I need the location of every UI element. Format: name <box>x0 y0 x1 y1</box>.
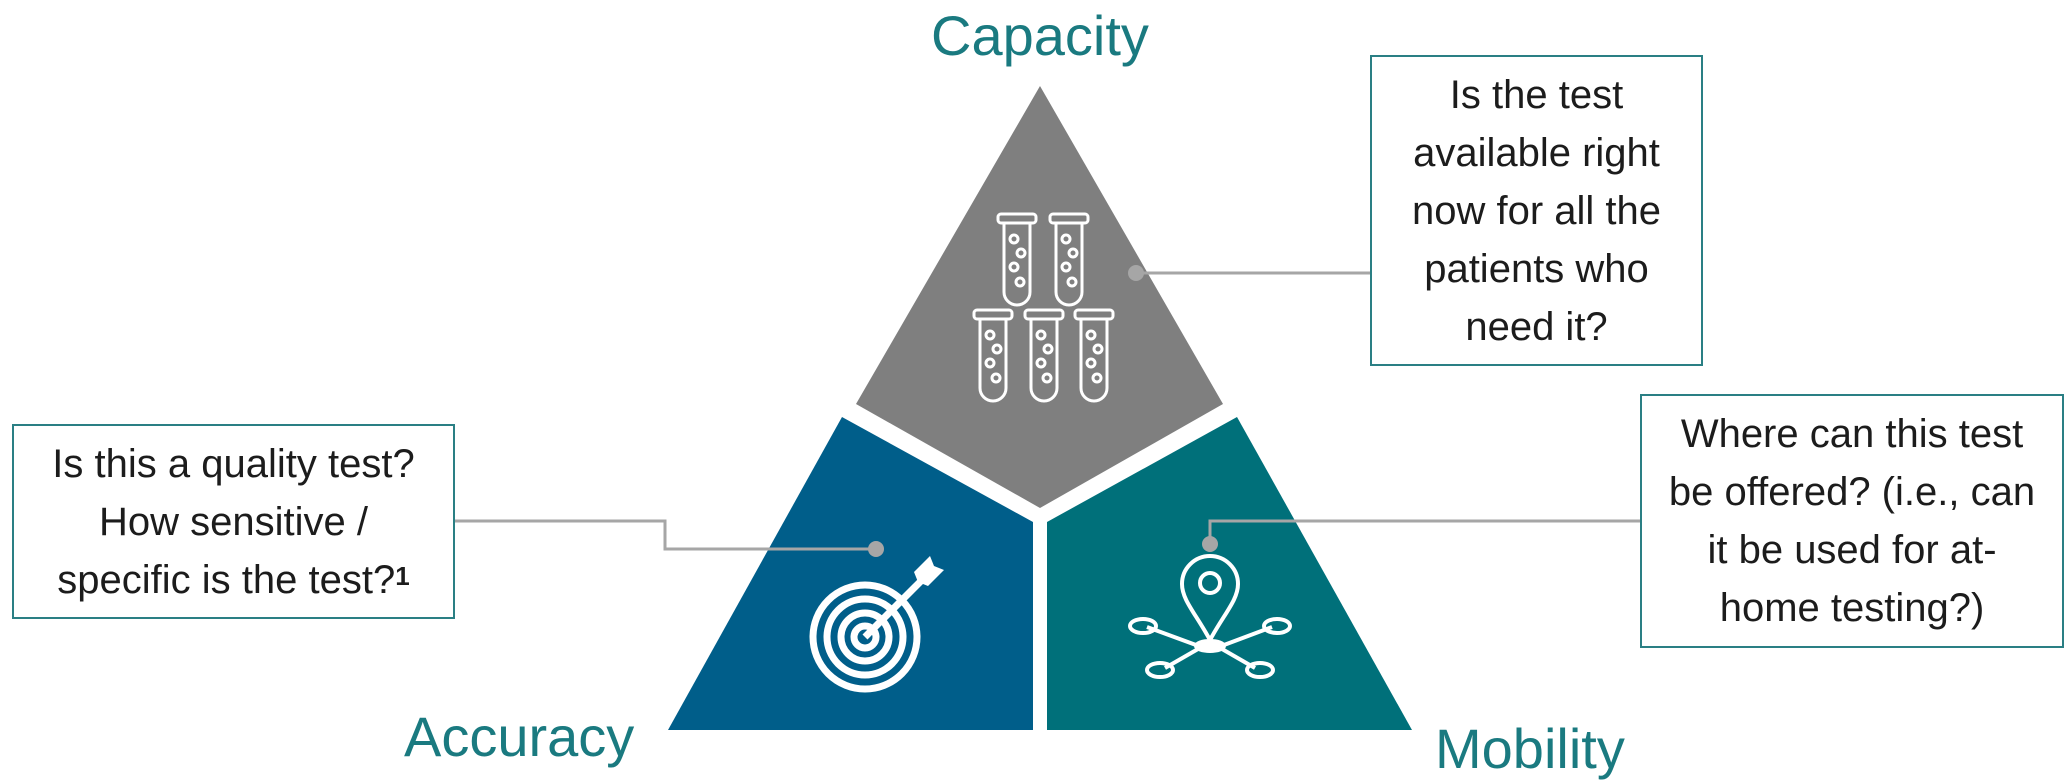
mobility-connector-dot <box>1202 536 1218 552</box>
accuracy-connector <box>454 519 876 551</box>
accuracy-connector-dot <box>868 541 884 557</box>
mobility-label: Mobility <box>1435 717 1625 780</box>
accuracy-callout-line: How sensitive / <box>99 499 368 544</box>
mobility-callout-line: Where can this test <box>1680 412 2024 456</box>
mobility-callout: Where can this test be offered? (i.e., c… <box>1640 394 2064 648</box>
mobility-callout-line: home testing?) <box>1719 586 1985 630</box>
location-network-icon <box>1128 554 1292 679</box>
accuracy-callout-line: specific is the test?1 <box>57 551 409 609</box>
accuracy-label: Accuracy <box>404 705 635 768</box>
capacity-label: Capacity <box>931 4 1149 67</box>
mobility-callout-line: be offered? (i.e., can <box>1668 470 2036 514</box>
accuracy-callout: Is this a quality test? How sensitive / … <box>12 424 455 619</box>
capacity-callout-line: now for all the <box>1411 188 1662 233</box>
mobility-callout-line: it be used for at- <box>1707 528 1997 572</box>
capacity-callout: Is the test available right now for all … <box>1370 55 1703 366</box>
footnote-marker: 1 <box>395 560 410 591</box>
capacity-segment <box>856 86 1223 508</box>
accuracy-callout-text: specific is the test? <box>57 557 396 602</box>
mobility-segment <box>1047 417 1412 730</box>
capacity-callout-line: available right <box>1413 130 1660 175</box>
accuracy-segment <box>668 417 1033 730</box>
capacity-connector-dot <box>1128 265 1144 281</box>
accuracy-callout-line: Is this a quality test? <box>52 441 415 486</box>
capacity-callout-line: need it? <box>1465 304 1608 349</box>
capacity-callout-line: Is the test <box>1449 72 1624 117</box>
capacity-callout-line: patients who <box>1424 246 1649 291</box>
test-tubes-icon <box>972 212 1115 403</box>
target-arrow-icon <box>809 556 944 693</box>
